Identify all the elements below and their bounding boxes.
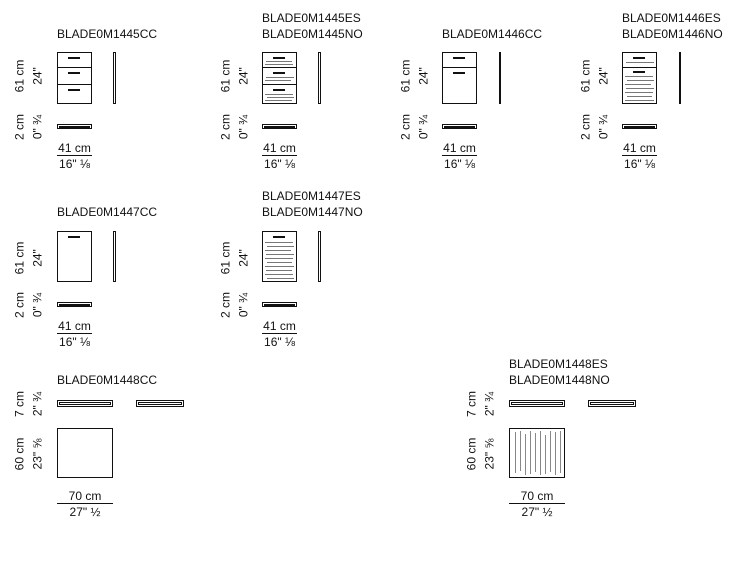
- model-code: BLADE0M1445ES: [262, 11, 361, 25]
- cabinet-side: [318, 231, 321, 282]
- top-width-in-label: 27" ½: [521, 505, 553, 519]
- width-in-label: 16" ⅛: [264, 335, 295, 349]
- model-code: BLADE0M1445NO: [262, 27, 363, 41]
- cabinet-side: [499, 52, 501, 104]
- panel-top-view: [622, 124, 657, 129]
- cabinet-side: [679, 52, 681, 104]
- cabinet-front: [57, 231, 92, 282]
- top-side-view: [136, 400, 184, 407]
- top-side-view: [509, 400, 565, 407]
- width-dimension-line: [57, 333, 92, 334]
- model-code: BLADE0M1447CC: [57, 205, 158, 219]
- width-dimension-line: [622, 155, 657, 156]
- top-side-view: [57, 400, 113, 407]
- width-dimension-line: [442, 155, 477, 156]
- cabinet-front: [442, 52, 477, 104]
- cabinet-front-wood: [262, 231, 297, 282]
- width-in-label: 16" ⅛: [59, 157, 90, 171]
- width-in-label: 16" ⅛: [444, 157, 475, 171]
- width-cm-label: 41 cm: [443, 141, 476, 155]
- width-dimension-line: [262, 333, 297, 334]
- cabinet-front-wood: [622, 52, 657, 104]
- model-code: BLADE0M1448ES: [509, 357, 608, 371]
- width-cm-label: 41 cm: [58, 319, 91, 333]
- model-code: BLADE0M1446NO: [622, 27, 723, 41]
- model-code: BLADE0M1447NO: [262, 205, 363, 219]
- cabinet-front: [57, 52, 92, 104]
- top-plan-view: [57, 428, 113, 478]
- panel-top-view: [262, 302, 297, 307]
- top-width-cm-label: 70 cm: [68, 489, 102, 503]
- width-in-label: 16" ⅛: [264, 157, 295, 171]
- top-side-view: [588, 400, 636, 407]
- cabinet-side: [318, 52, 321, 104]
- width-in-label: 16" ⅛: [624, 157, 655, 171]
- width-dimension-line: [262, 155, 297, 156]
- width-cm-label: 41 cm: [263, 141, 296, 155]
- model-code: BLADE0M1445CC: [57, 27, 158, 41]
- width-cm-label: 41 cm: [58, 141, 91, 155]
- top-width-in-label: 27" ½: [69, 505, 101, 519]
- model-code: BLADE0M1446CC: [442, 27, 543, 41]
- model-code: BLADE0M1448CC: [57, 373, 158, 387]
- panel-top-view: [57, 124, 92, 129]
- cabinet-side: [113, 231, 116, 282]
- width-cm-label: 41 cm: [623, 141, 656, 155]
- model-code: BLADE0M1446ES: [622, 11, 721, 25]
- width-cm-label: 41 cm: [263, 319, 296, 333]
- model-code: BLADE0M1447ES: [262, 189, 361, 203]
- width-dimension-line: [509, 503, 565, 504]
- panel-top-view: [262, 124, 297, 129]
- cabinet-side: [113, 52, 116, 104]
- width-in-label: 16" ⅛: [59, 335, 90, 349]
- top-plan-view-wood: [509, 428, 565, 478]
- cabinet-front-wood: [262, 52, 297, 104]
- top-width-cm-label: 70 cm: [520, 489, 554, 503]
- width-dimension-line: [57, 155, 92, 156]
- panel-top-view: [57, 302, 92, 307]
- width-dimension-line: [57, 503, 113, 504]
- panel-top-view: [442, 124, 477, 129]
- model-code: BLADE0M1448NO: [509, 373, 610, 387]
